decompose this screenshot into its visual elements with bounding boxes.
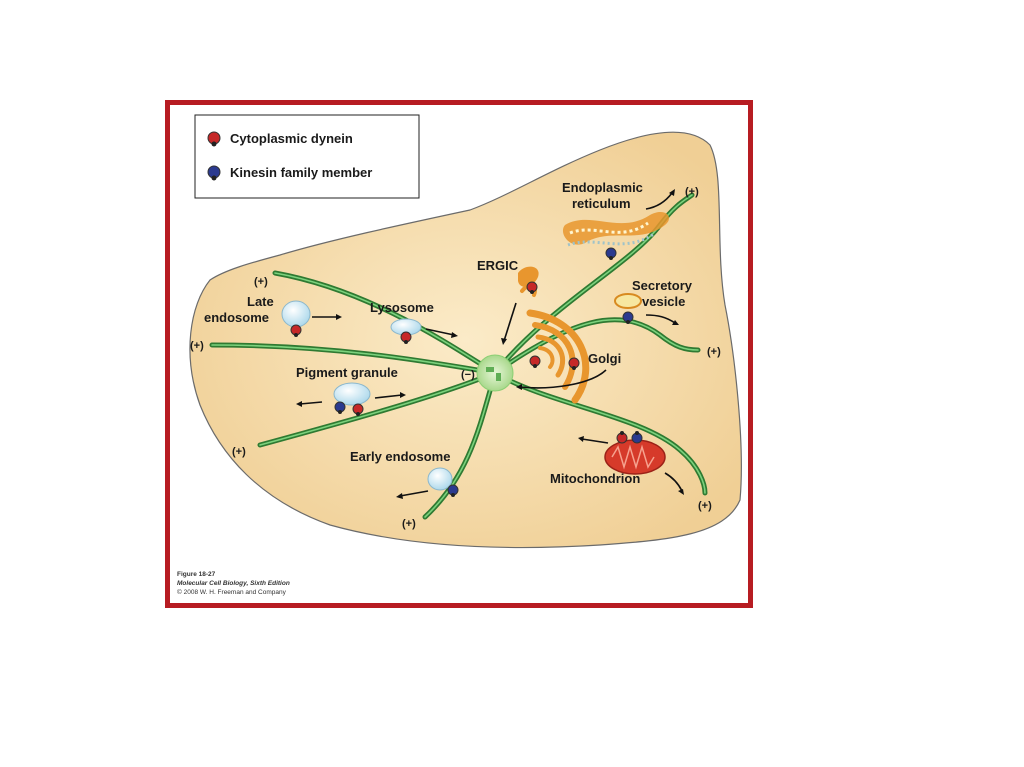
label-er-line1: Endoplasmic <box>562 180 643 195</box>
figure-caption: Figure 18-27 Molecular Cell Biology, Six… <box>177 571 290 596</box>
plus-end-label: (+) <box>685 186 699 198</box>
mitochondrion <box>605 440 665 474</box>
caption-book: Molecular Cell Biology, Sixth Edition <box>177 580 290 587</box>
caption-copyright: © 2008 W. H. Freeman and Company <box>177 588 287 596</box>
late-endosome-vesicle <box>282 301 310 327</box>
legend: Cytoplasmic dynein Kinesin family member <box>195 115 419 198</box>
centrosome <box>477 355 513 391</box>
label-pigment-granule: Pigment granule <box>296 365 398 380</box>
legend-kinesin-label: Kinesin family member <box>230 165 372 180</box>
label-late-endosome-line1: Late <box>247 294 274 309</box>
early-endosome-vesicle <box>428 468 452 490</box>
plus-end-label: (+) <box>707 346 721 358</box>
label-secretory-line2: vesicle <box>642 294 685 309</box>
label-early-endosome: Early endosome <box>350 449 450 464</box>
label-er-line2: reticulum <box>572 196 631 211</box>
secretory-vesicle <box>615 294 641 308</box>
motor-transport-diagram: Cytoplasmic dynein Kinesin family member… <box>170 105 748 603</box>
label-late-endosome-line2: endosome <box>204 310 269 325</box>
label-lysosome: Lysosome <box>370 300 434 315</box>
label-ergic: ERGIC <box>477 258 519 273</box>
caption-figure: Figure 18-27 <box>177 571 216 578</box>
label-secretory-line1: Secretory <box>632 278 693 293</box>
figure-frame: Cytoplasmic dynein Kinesin family member… <box>165 100 753 608</box>
minus-end-label: (−) <box>461 369 475 381</box>
plus-end-label: (+) <box>698 500 712 512</box>
plus-end-label: (+) <box>190 340 204 352</box>
label-mitochondrion: Mitochondrion <box>550 471 640 486</box>
legend-dynein-label: Cytoplasmic dynein <box>230 131 353 146</box>
plus-end-label: (+) <box>254 276 268 288</box>
plus-end-label: (+) <box>402 518 416 530</box>
label-golgi: Golgi <box>588 351 621 366</box>
plus-end-label: (+) <box>232 446 246 458</box>
